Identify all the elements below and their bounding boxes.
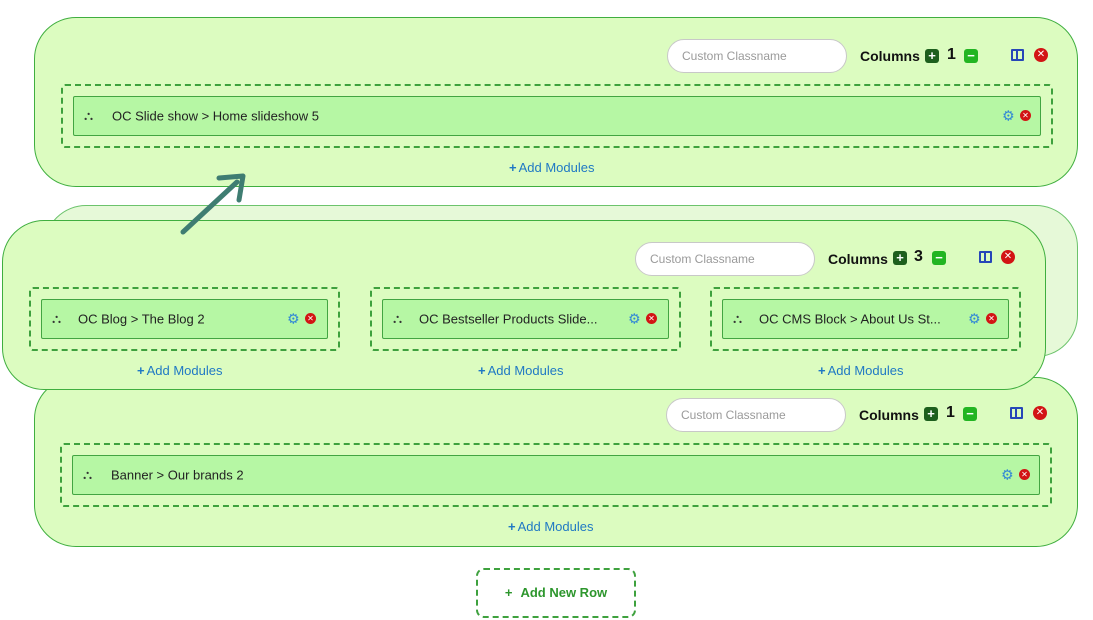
- module-item[interactable]: ⛬ Banner > Our brands 2 ⚙ ✕: [72, 455, 1040, 495]
- custom-classname-input[interactable]: [635, 242, 815, 276]
- add-column-button[interactable]: +: [924, 407, 938, 421]
- gears-icon[interactable]: ⚙: [287, 310, 300, 327]
- module-title: Banner > Our brands 2: [111, 467, 244, 483]
- remove-module-icon[interactable]: ✕: [1020, 110, 1031, 121]
- columns-layout-icon[interactable]: [1010, 407, 1023, 419]
- plus-icon: +: [504, 585, 513, 600]
- columns-label: Columns: [859, 407, 919, 423]
- custom-classname-input[interactable]: [667, 39, 847, 73]
- column-count: 1: [946, 404, 955, 421]
- remove-row-icon[interactable]: ✕: [1034, 48, 1048, 62]
- columns-layout-icon[interactable]: [1011, 49, 1024, 61]
- plus-icon: +: [508, 519, 516, 534]
- module-title: OC Bestseller Products Slide...: [419, 311, 598, 327]
- remove-row-icon[interactable]: ✕: [1033, 406, 1047, 420]
- column-1: ⛬ OC Slide show > Home slideshow 5 ⚙ ✕: [61, 84, 1053, 148]
- columns-layout-icon[interactable]: [979, 251, 992, 263]
- cubes-icon: ⛬: [52, 311, 62, 326]
- column-count: 3: [914, 248, 923, 265]
- cubes-icon: ⛬: [83, 467, 93, 482]
- plus-icon: +: [818, 363, 826, 378]
- column-count: 1: [947, 46, 956, 63]
- remove-module-icon[interactable]: ✕: [305, 313, 316, 324]
- module-title: OC Blog > The Blog 2: [78, 311, 205, 327]
- module-title: OC CMS Block > About Us St...: [759, 311, 941, 327]
- add-modules-link[interactable]: +Add Modules: [818, 363, 904, 378]
- cubes-icon: ⛬: [733, 311, 743, 326]
- remove-row-icon[interactable]: ✕: [1001, 250, 1015, 264]
- module-item[interactable]: ⛬ OC Slide show > Home slideshow 5 ⚙ ✕: [73, 96, 1041, 136]
- remove-module-icon[interactable]: ✕: [1019, 469, 1030, 480]
- add-modules-link[interactable]: +Add Modules: [137, 363, 223, 378]
- add-modules-link[interactable]: +Add Modules: [508, 519, 594, 534]
- remove-column-button[interactable]: −: [932, 251, 946, 265]
- add-modules-link[interactable]: +Add Modules: [478, 363, 564, 378]
- plus-icon: +: [137, 363, 145, 378]
- module-item[interactable]: ⛬ OC Bestseller Products Slide... ⚙ ✕: [382, 299, 669, 339]
- column-3: ⛬ OC CMS Block > About Us St... ⚙ ✕: [710, 287, 1021, 351]
- module-title: OC Slide show > Home slideshow 5: [112, 108, 320, 124]
- gears-icon[interactable]: ⚙: [968, 310, 981, 327]
- remove-module-icon[interactable]: ✕: [646, 313, 657, 324]
- columns-label: Columns: [828, 251, 888, 267]
- gears-icon[interactable]: ⚙: [1002, 107, 1015, 124]
- column-1: ⛬ OC Blog > The Blog 2 ⚙ ✕: [29, 287, 340, 351]
- module-item[interactable]: ⛬ OC CMS Block > About Us St... ⚙ ✕: [722, 299, 1009, 339]
- layout-row-1[interactable]: Columns + 1 − ✕ ⛬ OC Slide show > Home s…: [34, 17, 1078, 187]
- gears-icon[interactable]: ⚙: [628, 310, 641, 327]
- module-item[interactable]: ⛬ OC Blog > The Blog 2 ⚙ ✕: [41, 299, 328, 339]
- add-new-row-button[interactable]: +Add New Row: [476, 568, 636, 618]
- column-2: ⛬ OC Bestseller Products Slide... ⚙ ✕: [370, 287, 681, 351]
- custom-classname-input[interactable]: [666, 398, 846, 432]
- gears-icon[interactable]: ⚙: [1001, 466, 1014, 483]
- column-1: ⛬ Banner > Our brands 2 ⚙ ✕: [60, 443, 1052, 507]
- remove-column-button[interactable]: −: [963, 407, 977, 421]
- add-column-button[interactable]: +: [893, 251, 907, 265]
- remove-module-icon[interactable]: ✕: [986, 313, 997, 324]
- layout-row-2[interactable]: Columns + 3 − ✕ ⛬ OC Blog > The Blog 2 ⚙…: [2, 220, 1046, 390]
- add-modules-link[interactable]: +Add Modules: [509, 160, 595, 175]
- cubes-icon: ⛬: [393, 311, 403, 326]
- arrow-up-right-icon: [180, 173, 246, 235]
- remove-column-button[interactable]: −: [964, 49, 978, 63]
- layout-row-3-content: Columns + 1 − ✕ ⛬ Banner > Our brands 2 …: [34, 377, 1078, 547]
- cubes-icon: ⛬: [84, 108, 94, 123]
- plus-icon: +: [509, 160, 517, 175]
- columns-label: Columns: [860, 48, 920, 64]
- plus-icon: +: [478, 363, 486, 378]
- add-column-button[interactable]: +: [925, 49, 939, 63]
